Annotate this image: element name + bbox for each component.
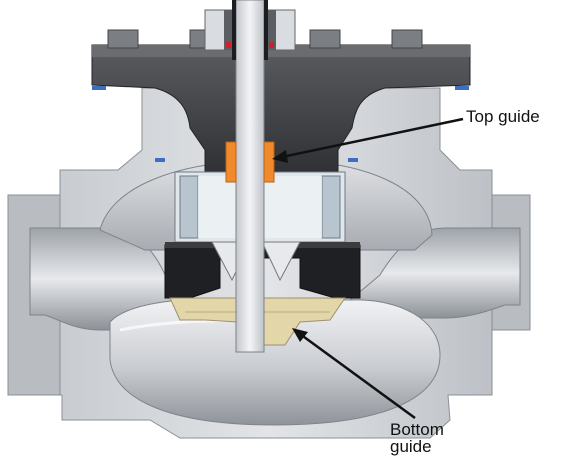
top-guide-leader bbox=[272, 117, 464, 163]
bottom-guide-label-line2: guide bbox=[390, 437, 432, 456]
bottom-guide-label-line1: Bottom bbox=[390, 420, 444, 439]
bottom-guide-label: Bottom guide bbox=[390, 421, 500, 455]
top-guide-part bbox=[225, 141, 275, 183]
top-guide-label: Top guide bbox=[466, 107, 540, 126]
valve-stem bbox=[235, 0, 265, 353]
bottom-guide-leader bbox=[292, 328, 416, 420]
